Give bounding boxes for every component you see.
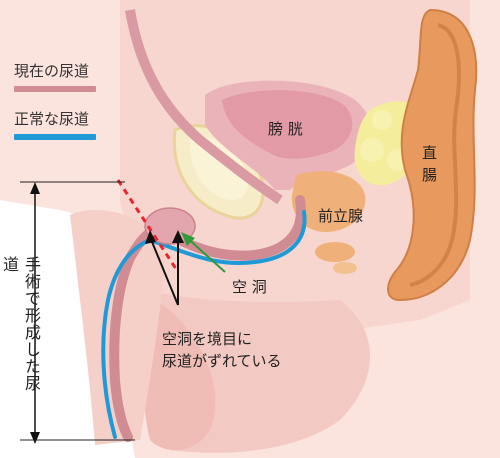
current-urethra-path <box>109 195 306 442</box>
boundary-dashed-line <box>116 179 180 273</box>
legend-normal-label: 正常な尿道 <box>14 110 90 128</box>
cavity-label: 空 洞 <box>232 278 267 296</box>
legend-current-swatch <box>14 86 96 92</box>
prostate-label: 前立腺 <box>318 207 364 225</box>
shift-note-line1: 空洞を境目に <box>162 330 253 348</box>
legend-current-label: 現在の尿道 <box>14 62 90 80</box>
vas-deferens <box>125 9 283 205</box>
rectum-label: 直 腸 <box>422 144 438 184</box>
legend-normal-swatch <box>14 134 96 140</box>
scrotum <box>143 300 216 451</box>
bladder <box>222 90 353 159</box>
surgery-urethra-label: 手術で形成した尿道 <box>0 256 41 392</box>
prostate <box>291 171 366 232</box>
bladder-label: 膀 胱 <box>268 120 303 138</box>
shift-note-line2: 尿道がずれている <box>162 352 282 370</box>
